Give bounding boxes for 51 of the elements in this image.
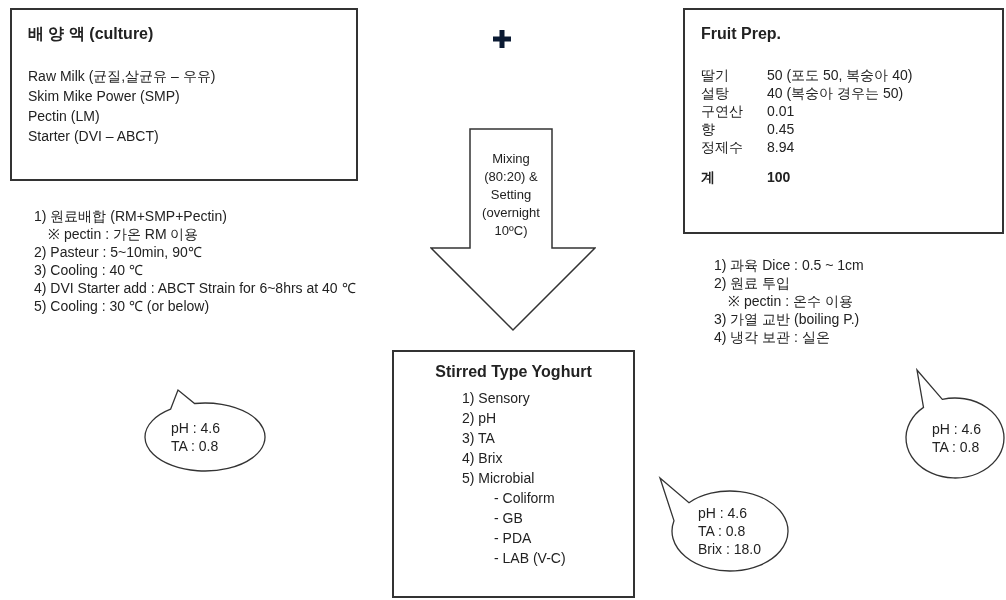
ingredient-box bbox=[10, 8, 358, 181]
step-text: ※ pectin : 온수 이용 bbox=[727, 292, 854, 310]
measurement-text: pH : 4.6 bbox=[171, 419, 221, 437]
step-text: 3) Cooling : 40 ℃ bbox=[34, 261, 144, 279]
step-text: 5) Cooling : 30 ℃ (or below) bbox=[34, 297, 211, 315]
ingredient-amount: 0.45 bbox=[767, 120, 796, 138]
measurement-text: TA : 0.8 bbox=[698, 522, 747, 540]
test-item: 1) Sensory bbox=[461, 389, 531, 408]
step-text: 2) 원료 투입 bbox=[714, 274, 792, 292]
step-text: 4) 냉각 보관 : 실온 bbox=[714, 328, 831, 346]
ingredient-name: 계 bbox=[701, 168, 716, 186]
test-item: 4) Brix bbox=[461, 449, 504, 468]
product-box bbox=[392, 350, 635, 598]
block-arrow bbox=[430, 128, 596, 332]
step-text: 4) DVI Starter add : ABCT Strain for 6~8hrs at 40 ℃ bbox=[34, 279, 357, 297]
ingredient-name: 향 bbox=[701, 120, 716, 138]
measurement-text: pH : 4.6 bbox=[698, 504, 749, 522]
test-item: 3) TA bbox=[461, 429, 496, 448]
test-item: 2) pH bbox=[461, 409, 498, 428]
step-text: 2) Pasteur : 5~10min, 90℃ bbox=[34, 243, 203, 261]
ingredient-amount: 8.94 bbox=[767, 138, 796, 156]
measurement-text: Brix : 18.0 bbox=[698, 540, 762, 558]
measurement-text: pH : 4.6 bbox=[932, 420, 982, 438]
ingredient-amount: 100 bbox=[767, 168, 792, 186]
step-text: 3) 가열 교반 (boiling P.) bbox=[714, 310, 861, 328]
measurement-text: TA : 0.8 bbox=[932, 438, 981, 456]
test-item: - GB bbox=[493, 509, 524, 528]
ingredient-name: 정제수 bbox=[701, 138, 744, 156]
ingredient-amount: 40 (복숭아 경우는 50) bbox=[767, 84, 905, 102]
test-item: - Coliform bbox=[493, 489, 556, 508]
measurement-text: TA : 0.8 bbox=[171, 437, 220, 455]
ingredient-name: 딸기 bbox=[701, 66, 730, 84]
recipe-box bbox=[683, 8, 1004, 234]
arrow-label: Mixing (80:20) & Setting (overnight 10ºC) bbox=[481, 150, 541, 240]
box-title: 배 양 액 (culture) bbox=[28, 24, 155, 44]
box-title: Stirred Type Yoghurt bbox=[434, 362, 593, 382]
ingredient-line: Raw Milk (균질,살균유 – 우유) bbox=[28, 67, 217, 86]
ingredient-line: Pectin (LM) bbox=[28, 107, 101, 126]
ingredient-name: 구연산 bbox=[701, 102, 744, 120]
box-title: Fruit Prep. bbox=[701, 24, 782, 44]
test-item: - LAB (V-C) bbox=[493, 549, 567, 568]
step-text: 1) 과육 Dice : 0.5 ~ 1cm bbox=[714, 256, 865, 274]
step-text: 1) 원료배합 (RM+SMP+Pectin) bbox=[34, 207, 228, 225]
ingredient-amount: 50 (포도 50, 복숭아 40) bbox=[767, 66, 914, 84]
test-item: 5) Microbial bbox=[461, 469, 536, 488]
test-item: - PDA bbox=[493, 529, 533, 548]
ingredient-amount: 0.01 bbox=[767, 102, 796, 120]
ingredient-line: Starter (DVI – ABCT) bbox=[28, 127, 160, 146]
ingredient-name: 설탕 bbox=[701, 84, 730, 102]
step-text: ※ pectin : 가온 RM 이용 bbox=[47, 225, 200, 243]
ingredient-line: Skim Mike Power (SMP) bbox=[28, 87, 181, 106]
